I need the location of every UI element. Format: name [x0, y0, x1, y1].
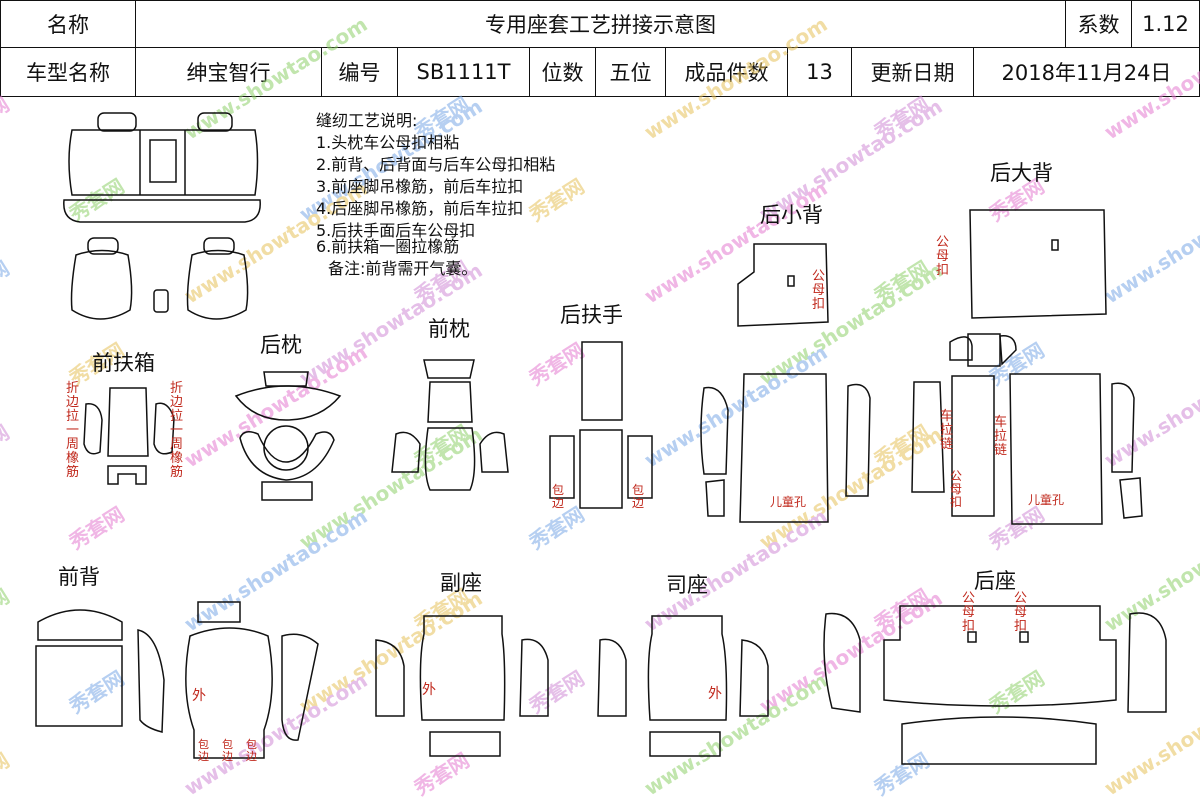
watermark-text: 秀套网	[0, 420, 14, 473]
sewing-notes: 缝纫工艺说明: 1.头枕车公母扣相粘 2.前背、后背面与后车公母扣相粘 3.前座…	[316, 111, 555, 278]
anno-snap: 公母扣	[950, 469, 962, 509]
header-table: 名称 专用座套工艺拼接示意图 系数 1.12 车型名称 绅宝智行 编号 SB11…	[0, 0, 1200, 97]
anno-binding: 包边	[632, 483, 644, 510]
anno-child-hole: 儿童孔	[770, 494, 806, 509]
anno-outside: 外	[422, 682, 436, 698]
model-label: 车型名称	[0, 48, 136, 97]
note-line: 4.后座脚吊橡筋，前后车拉扣	[316, 199, 523, 218]
front-back-pieces: 外 包边 包边 包边	[35, 601, 319, 763]
anno-binding: 包边	[222, 738, 233, 763]
page-title: 专用座套工艺拼接示意图	[136, 0, 1066, 48]
watermark-text: 秀套网	[0, 256, 14, 309]
label-front-back: 前背	[58, 565, 100, 589]
watermark-text: www.showtao.com	[1100, 504, 1200, 636]
anno-snap: 公母扣	[1014, 591, 1027, 634]
watermark-text: www.showtao.com	[640, 340, 832, 472]
watermark-text: www.showtao.com	[640, 668, 832, 800]
anno-outside: 外	[192, 688, 206, 704]
anno-snap: 公母扣	[936, 235, 949, 278]
watermark-text: 秀套网	[64, 502, 128, 555]
rear-small-back-pieces: 公母扣 儿童孔	[700, 243, 871, 523]
driver-seat-pieces: 外	[597, 615, 769, 757]
rear-pillow-pieces	[234, 371, 342, 501]
anno-fold-elastic: 折边拉一周橡筋	[66, 381, 79, 480]
label-front-pillow: 前枕	[428, 317, 470, 341]
passenger-seat-pieces: 外	[375, 615, 549, 757]
seats-label: 位数	[530, 48, 596, 97]
watermark-text: 秀套网	[0, 748, 14, 800]
code-value: SB1111T	[398, 48, 530, 97]
watermark-text: 秀套网	[984, 666, 1048, 719]
note-line: 6.前扶箱一圈拉橡筋	[316, 237, 459, 256]
label-rear-small-back: 后小背	[760, 203, 823, 227]
label-rear-seat: 后座	[974, 569, 1016, 593]
pieces-value: 13	[788, 48, 852, 97]
note-line: 5.后扶手面后车公母扣	[316, 221, 475, 240]
note-line: 2.前背、后背面与后车公母扣相粘	[316, 155, 555, 174]
date-value: 2018年11月24日	[974, 48, 1200, 97]
watermark-text: www.showtao.com	[640, 12, 832, 144]
anno-snap: 公母扣	[812, 269, 825, 312]
rear-big-back-pieces: 公母扣 车拉链 车拉链 公母扣 儿童孔	[911, 209, 1143, 525]
watermark-text: www.showtao.com	[1100, 668, 1200, 800]
note-line: 1.头枕车公母扣相粘	[316, 133, 459, 152]
anno-zipper: 车拉链	[994, 414, 1007, 458]
label-front-armbox: 前扶箱	[92, 351, 155, 375]
label-passenger-seat: 副座	[440, 571, 482, 595]
pieces-label: 成品件数	[666, 48, 788, 97]
anno-binding: 包边	[552, 483, 564, 510]
watermark-text: www.showtao.com	[1100, 340, 1200, 472]
rear-seat-pieces: 公母扣 公母扣	[823, 591, 1167, 765]
coef-label: 系数	[1066, 0, 1132, 48]
notes-title: 缝纫工艺说明:	[316, 111, 417, 130]
anno-child-hole: 儿童孔	[1028, 492, 1064, 507]
watermark-text: www.showtao.com	[640, 176, 832, 308]
anno-binding: 包边	[198, 738, 209, 763]
seat-overview-illustration	[63, 112, 261, 320]
watermark-text: www.showtao.com	[180, 504, 372, 636]
label-rear-big-back: 后大背	[990, 161, 1053, 185]
name-label: 名称	[0, 0, 136, 48]
notes-remark: 备注:前背需开气囊。	[328, 259, 477, 278]
code-label: 编号	[322, 48, 398, 97]
watermark-text: 秀套网	[0, 584, 14, 637]
front-pillow-pieces	[391, 359, 509, 491]
model-value: 绅宝智行	[136, 48, 322, 97]
watermark-text: 秀套网	[524, 666, 588, 719]
anno-fold-elastic: 折边拉一周橡筋	[170, 381, 183, 480]
anno-zipper: 车拉链	[940, 408, 953, 452]
anno-outside: 外	[708, 686, 722, 702]
anno-binding: 包边	[246, 738, 257, 763]
anno-snap: 公母扣	[962, 591, 975, 634]
watermark-text: www.showtao.com	[180, 668, 372, 800]
label-rear-armrest: 后扶手	[560, 303, 623, 327]
watermark-text: www.showtao.com	[1100, 176, 1200, 308]
rear-armrest-pieces: 包边 包边	[549, 341, 653, 510]
watermark-text: www.showtao.com	[180, 340, 372, 472]
label-driver-seat: 司座	[666, 573, 708, 597]
watermark-text: 秀套网	[64, 666, 128, 719]
seats-value: 五位	[596, 48, 666, 97]
watermark-text: 秀套网	[524, 174, 588, 227]
date-label: 更新日期	[852, 48, 974, 97]
watermark-text: 秀套网	[0, 92, 14, 145]
watermark-text: www.showtao.com	[1100, 12, 1200, 144]
front-armbox-pieces: 折边拉一周橡筋 折边拉一周橡筋	[66, 381, 183, 485]
note-line: 3.前座脚吊橡筋，前后车拉扣	[316, 177, 523, 196]
watermark-text: 秀套网	[524, 338, 588, 391]
label-rear-pillow: 后枕	[260, 333, 302, 357]
